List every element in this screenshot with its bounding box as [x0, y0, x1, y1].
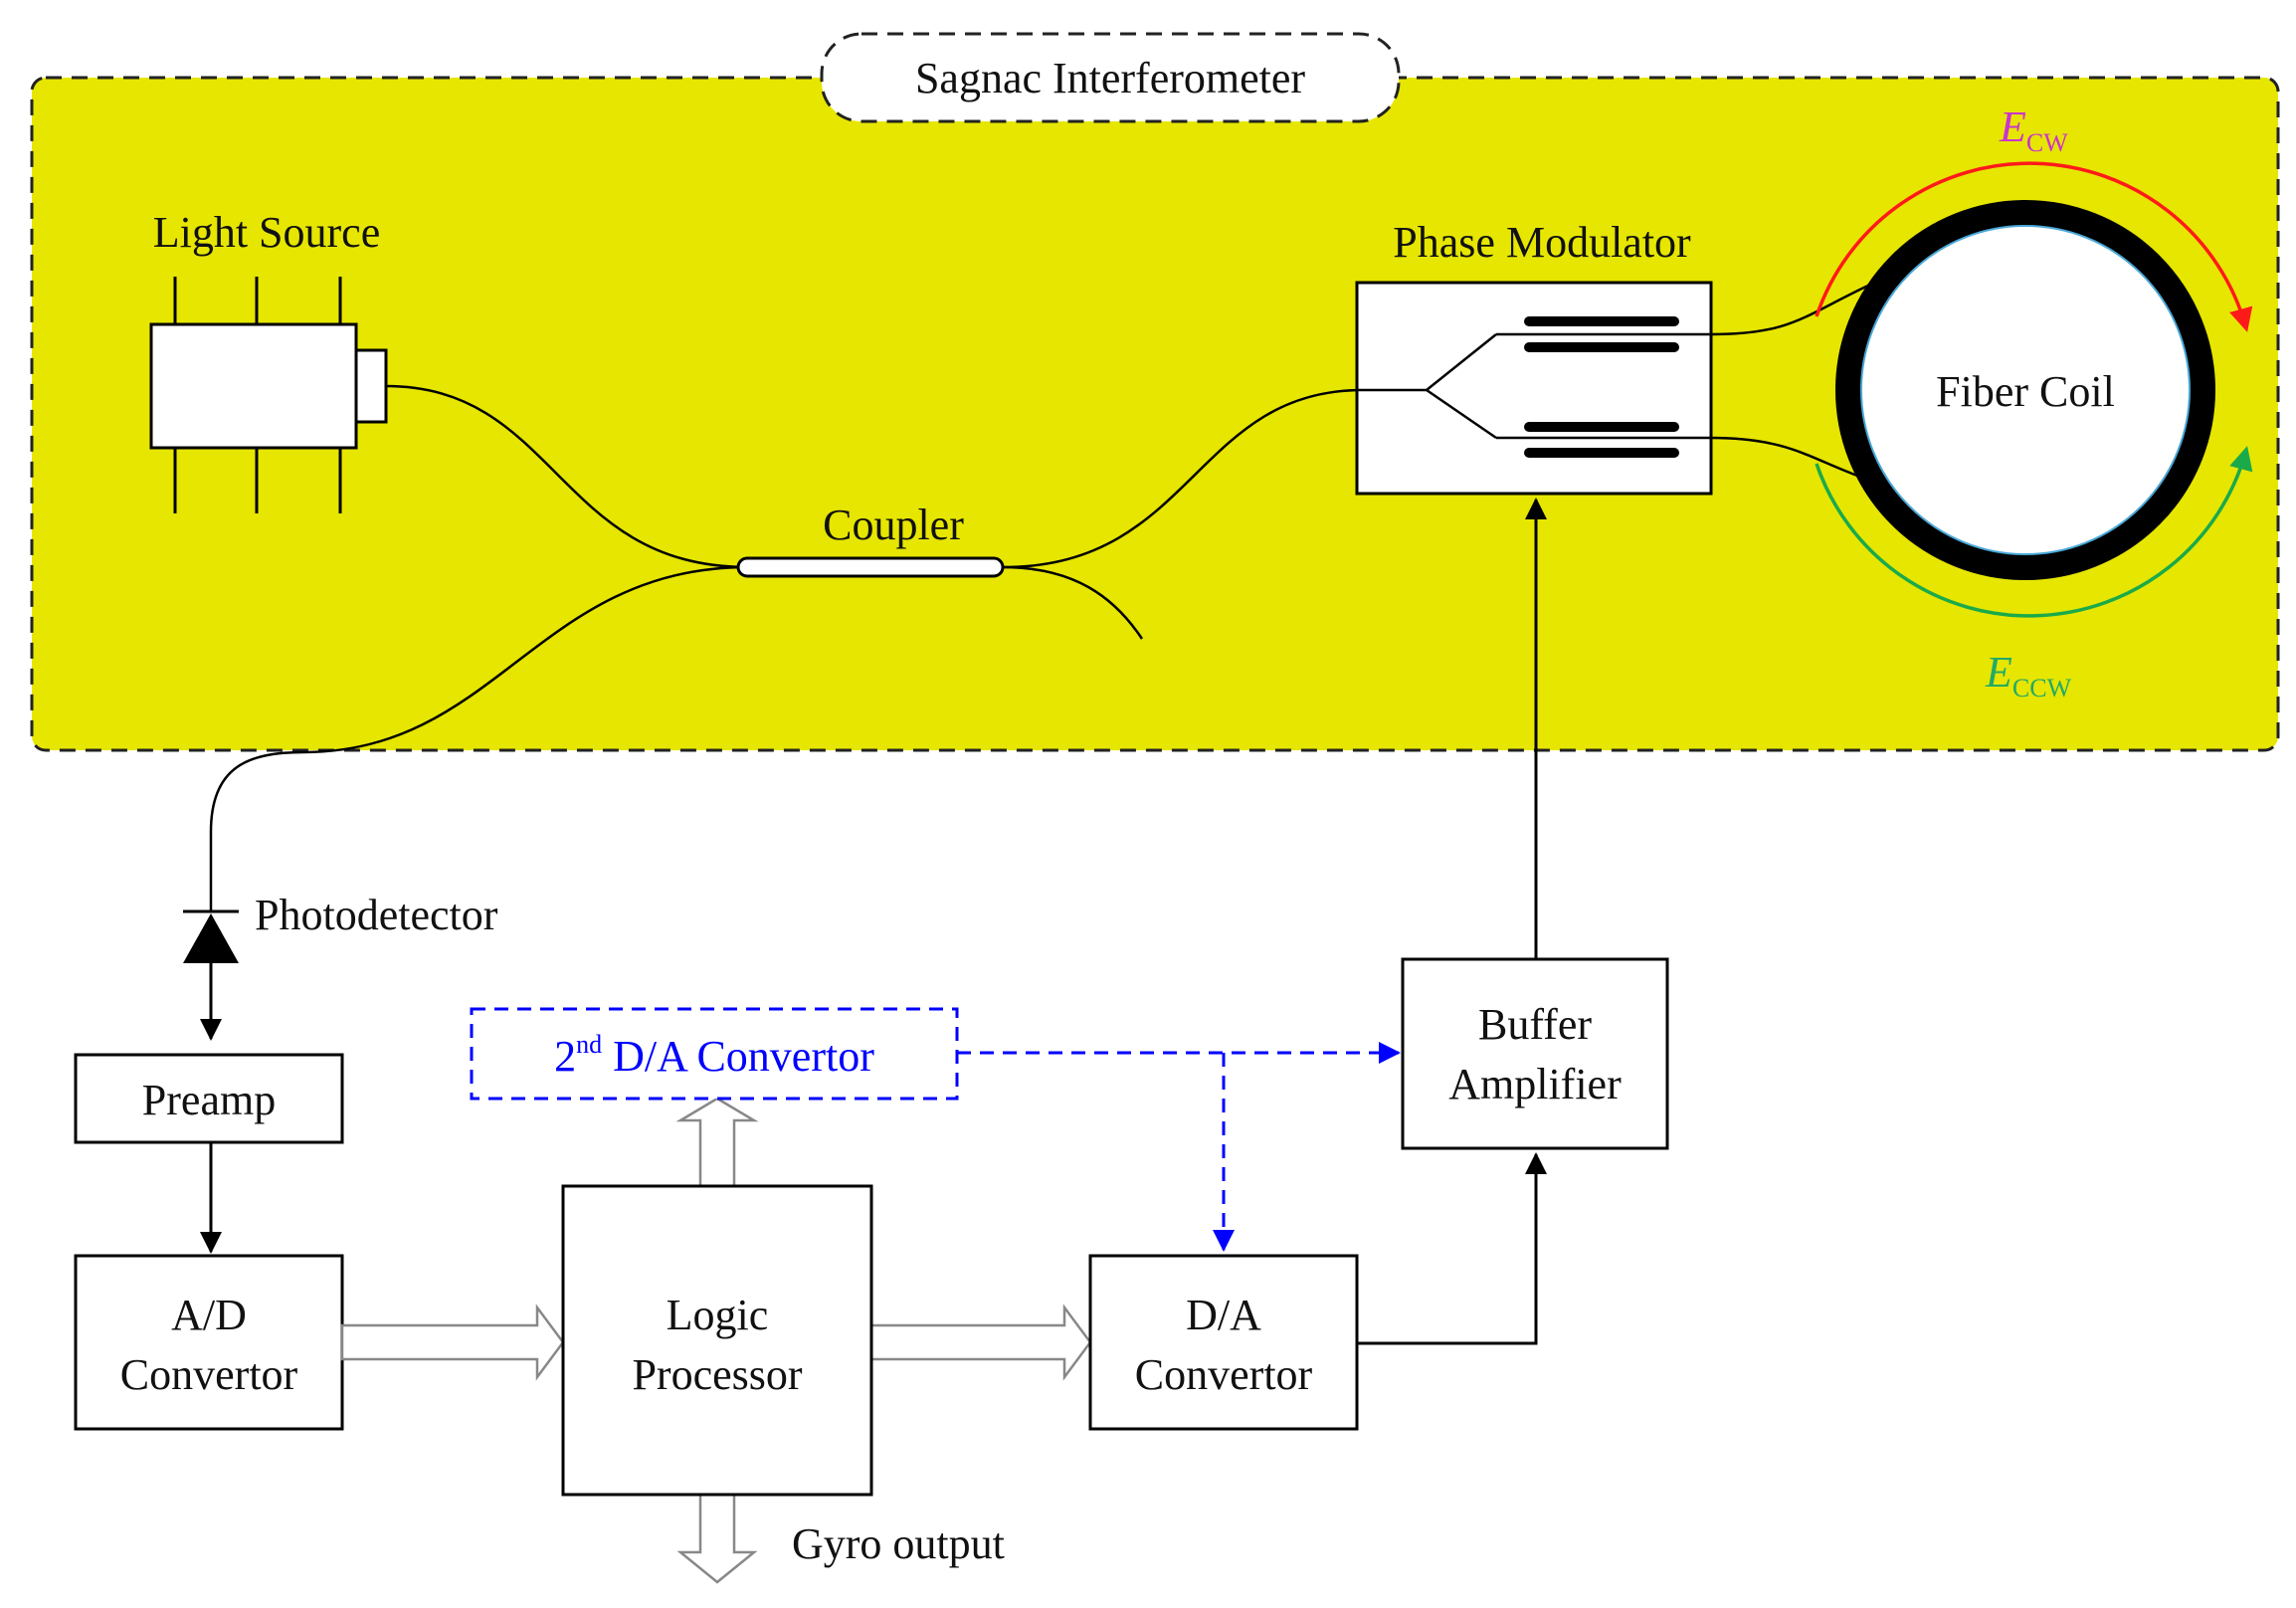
gyro-output-label: Gyro output — [792, 1519, 1005, 1568]
light-source-port — [354, 348, 388, 424]
da-convertor-box — [1088, 1254, 1359, 1431]
fiber-paths — [209, 384, 1364, 911]
gyro-output-bus-arrow — [676, 1493, 758, 1584]
da-to-buffer-arrow — [1357, 1152, 1547, 1345]
second-da-convertor-label: 2nd D/A Convertor — [554, 1030, 874, 1081]
electrodes — [1524, 316, 1679, 458]
light-source-box — [149, 322, 358, 450]
buffer-amplifier-label-line1: Buffer — [1478, 1000, 1592, 1049]
photodetector-label: Photodetector — [255, 891, 498, 939]
cw-beam-arrow — [1815, 161, 2253, 332]
ad-convertor-label-line2: Convertor — [120, 1350, 298, 1399]
fiber-coil-label: Fiber Coil — [1936, 367, 2115, 416]
ecw-label: ECW — [1999, 102, 2068, 157]
light-source-pins — [173, 277, 342, 513]
logic-processor-label-line1: Logic — [667, 1291, 769, 1339]
ad-convertor-box — [74, 1254, 344, 1431]
fiber-coil — [1835, 200, 2215, 580]
sagnac-region — [30, 76, 2280, 752]
ad-convertor-label-line1: A/D — [171, 1291, 247, 1339]
logic-to-second-dac-bus-arrow — [675, 1097, 759, 1188]
coupler-label: Coupler — [823, 501, 964, 549]
waveguide — [1357, 332, 1711, 440]
da-convertor-label-line1: D/A — [1186, 1291, 1261, 1339]
logic-processor-box — [561, 1184, 873, 1497]
da-convertor-label-line2: Convertor — [1135, 1350, 1313, 1399]
light-source-label: Light Source — [153, 208, 381, 257]
preamp-box — [74, 1053, 344, 1144]
second-da-convertor-box — [470, 1007, 959, 1101]
buffer-amplifier-box — [1401, 957, 1669, 1150]
eccw-label: ECCW — [1985, 648, 2072, 703]
sagnac-title-box — [820, 32, 1401, 123]
logic-processor-label-line2: Processor — [632, 1350, 802, 1399]
photodetector-icon — [183, 909, 239, 1041]
phase-modulator-label: Phase Modulator — [1393, 218, 1691, 267]
logic-to-da-bus-arrow — [869, 1304, 1092, 1381]
coupler — [736, 556, 1005, 578]
ccw-beam-arrow — [1815, 446, 2253, 618]
sagnac-title: Sagnac Interferometer — [915, 54, 1305, 102]
fiber-to-coil — [1710, 283, 1871, 482]
ad-to-logic-bus-arrow — [340, 1304, 565, 1381]
buffer-amplifier-label-line2: Amplifier — [1448, 1060, 1622, 1108]
preamp-label: Preamp — [142, 1076, 276, 1124]
fiber-coil-inner-edge — [1860, 225, 2191, 555]
phase-modulator-box — [1355, 281, 1713, 496]
